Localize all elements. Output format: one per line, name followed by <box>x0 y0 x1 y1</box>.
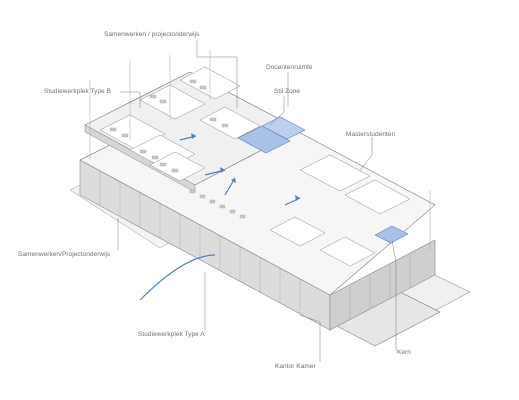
label-stil-zone: Stil Zone <box>274 88 301 95</box>
columns <box>89 50 431 250</box>
arrow-heads <box>191 133 300 201</box>
label-masterstudenten: Masterstudenten <box>346 131 396 138</box>
label-studiewerkplek-b: Studiewerkplek Type B <box>44 88 112 95</box>
lower-rooms <box>269 154 411 267</box>
label-samenwerken-top: Samenwerken / projectonderwijs <box>104 31 200 38</box>
label-studiewerkplek-a: Studiewerkplek Type A <box>138 331 205 338</box>
stil-zone-highlight <box>237 125 291 154</box>
desks <box>109 79 246 219</box>
label-kern: Kern <box>397 349 411 356</box>
label-samenwerken-left: Samenwerken/Projectonderwijs <box>18 251 111 258</box>
kern-highlight <box>374 225 409 244</box>
facade-mullions <box>99 171 411 320</box>
label-kantoor-kamer: Kantor Kamer <box>275 363 316 370</box>
label-docentenruimte: Docentenruimte <box>266 64 313 71</box>
leader-lines <box>117 40 397 362</box>
lower-facade-right <box>329 239 436 331</box>
